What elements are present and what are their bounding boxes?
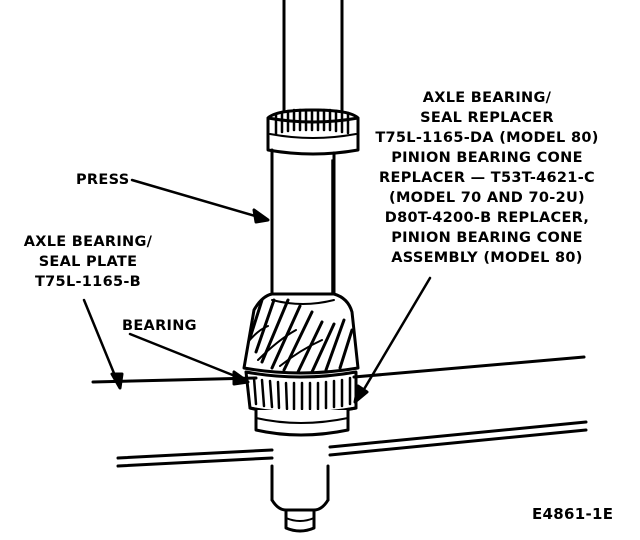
pinion-gear: [242, 292, 360, 375]
press-bed-plate: [91, 355, 588, 468]
seal-plate-leader: [82, 298, 124, 390]
replacer-callout-label: AXLE BEARING/ SEAL REPLACER T75L-1165-DA…: [375, 90, 599, 266]
bearing-leader: [128, 332, 250, 386]
press-leader: [130, 178, 270, 224]
replacer-collar: [266, 108, 360, 156]
press-ram: [282, 0, 344, 116]
press-label: PRESS: [76, 172, 130, 188]
seal-plate-ring: [254, 408, 350, 437]
replacer-leader: [353, 276, 432, 404]
replacer-tube: [270, 148, 336, 320]
bearing-label: BEARING: [122, 318, 197, 334]
figure-id-label: E4861-1E: [532, 505, 614, 523]
seal-plate-label: AXLE BEARING/ SEAL PLATE T75L-1165-B: [23, 234, 153, 290]
pinion-shaft: [270, 464, 330, 533]
bearing-cone: [244, 370, 358, 416]
